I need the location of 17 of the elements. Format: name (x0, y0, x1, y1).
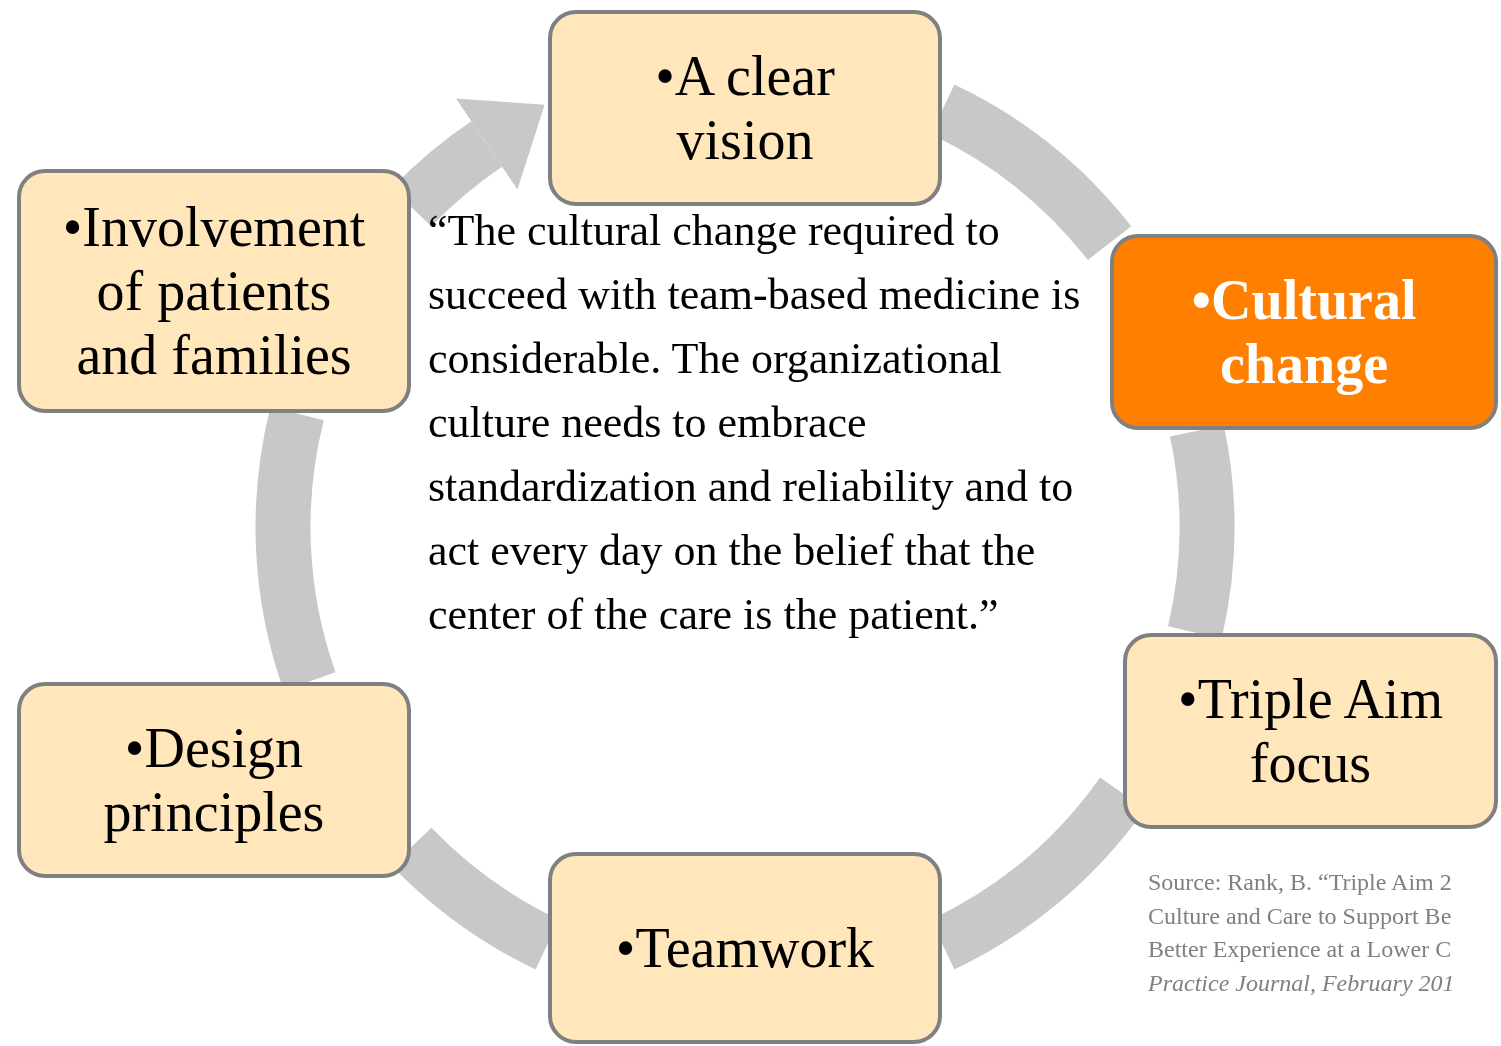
box-label: •Involvement of patients and families (61, 195, 367, 387)
process-box (548, 10, 942, 206)
quote-text: “The cultural change required to succeed with team-based medicine is considerable. The organizational culture needs to embrace standardization and reliability and to act every day on the belief that the center of the care is the patient.” (428, 205, 1082, 641)
process-box (1123, 633, 1498, 829)
source-citation: Practice Journal, February 201 (1148, 968, 1455, 998)
process-box (548, 852, 942, 1044)
box-label: •Design principles (102, 716, 326, 844)
process-box (1110, 234, 1498, 430)
box-label: •Cultural change (1190, 268, 1418, 396)
box-label: •Triple Aim focus (1177, 667, 1444, 795)
source-citation: Culture and Care to Support Be (1148, 901, 1453, 931)
box-label: •Teamwork (615, 916, 875, 980)
source-citation: Better Experience at a Lower C (1148, 935, 1453, 964)
process-box (17, 169, 411, 413)
box-label: •A clear vision (654, 44, 836, 172)
source-citation: Source: Rank, B. “Triple Aim 2 (1148, 868, 1453, 897)
process-box (17, 682, 411, 878)
